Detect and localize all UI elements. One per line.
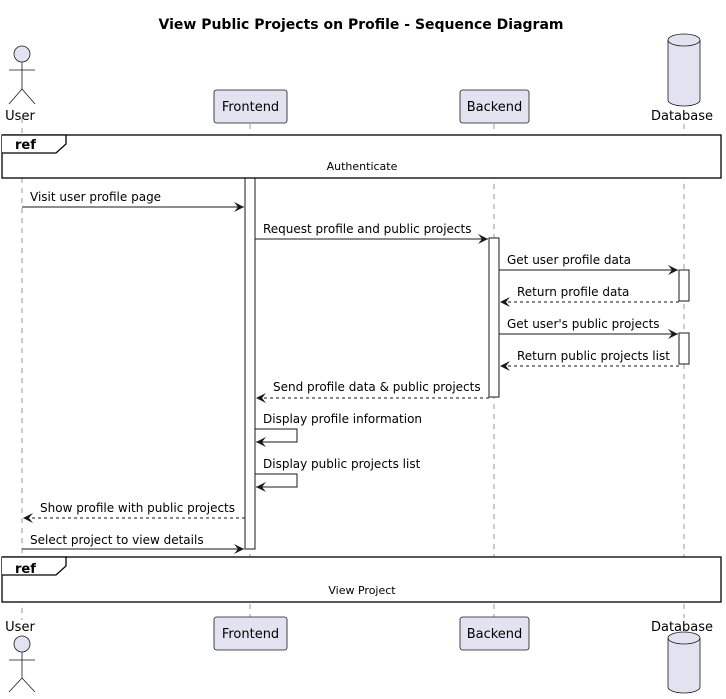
participant-frontend-top: Frontend — [213, 89, 288, 124]
diagram-title: View Public Projects on Profile - Sequen… — [159, 17, 564, 33]
message-return-profile-data: Return profile data — [500, 285, 679, 307]
participant-label: Frontend — [222, 100, 279, 115]
message-label: Select project to view details — [30, 533, 204, 547]
participant-label: Backend — [467, 627, 523, 642]
message-select-project: Select project to view details — [22, 533, 244, 554]
database-icon — [667, 33, 701, 107]
message-display-profile-info: Display profile information — [255, 412, 422, 447]
message-label: Return profile data — [517, 285, 629, 299]
actor-icon — [8, 45, 36, 105]
message-label: Return public projects list — [517, 349, 670, 363]
activation-backend — [488, 237, 500, 398]
ref-caption: View Project — [328, 584, 396, 597]
message-get-profile-data: Get user profile data — [499, 253, 678, 275]
participant-backend-top: Backend — [459, 89, 530, 124]
message-label: Display profile information — [263, 412, 422, 426]
ref-frame-view-project: ref View Project — [1, 556, 722, 603]
message-return-public-projects: Return public projects list — [500, 349, 679, 371]
participant-label: Database — [651, 620, 713, 635]
participant-label: Database — [651, 109, 713, 124]
participant-label: Backend — [467, 100, 523, 115]
participant-user-bottom: User — [5, 620, 36, 693]
message-label: Show profile with public projects — [40, 501, 235, 515]
message-label: Send profile data & public projects — [273, 380, 481, 394]
participant-backend-bottom: Backend — [459, 616, 530, 651]
message-label: Visit user profile page — [30, 190, 161, 204]
message-label: Get user profile data — [507, 253, 631, 267]
activation-frontend — [244, 135, 256, 550]
message-display-projects-list: Display public projects list — [255, 457, 421, 492]
ref-frame-authenticate: ref Authenticate — [1, 134, 722, 179]
ref-caption: Authenticate — [327, 160, 398, 173]
message-visit-profile: Visit user profile page — [22, 190, 244, 212]
activation-database-1 — [678, 269, 690, 302]
participant-label: Frontend — [222, 627, 279, 642]
participant-label: User — [5, 109, 35, 124]
message-label: Request profile and public projects — [263, 222, 472, 236]
participant-frontend-bottom: Frontend — [213, 616, 288, 651]
participant-database-top: Database — [651, 33, 713, 124]
activation-database-2 — [678, 332, 690, 365]
participant-label: User — [5, 620, 35, 635]
ref-tag: ref — [15, 138, 36, 153]
participant-user-top: User — [5, 45, 36, 124]
ref-tag: ref — [15, 562, 36, 577]
message-request-profile: Request profile and public projects — [255, 222, 488, 244]
database-icon — [667, 631, 701, 694]
message-show-profile: Show profile with public projects — [23, 501, 245, 523]
message-send-profile-data: Send profile data & public projects — [256, 380, 489, 403]
actor-icon — [8, 635, 36, 693]
message-label: Display public projects list — [263, 457, 421, 471]
message-get-public-projects: Get user's public projects — [499, 317, 678, 339]
message-label: Get user's public projects — [507, 317, 660, 331]
participant-database-bottom: Database — [651, 620, 713, 694]
